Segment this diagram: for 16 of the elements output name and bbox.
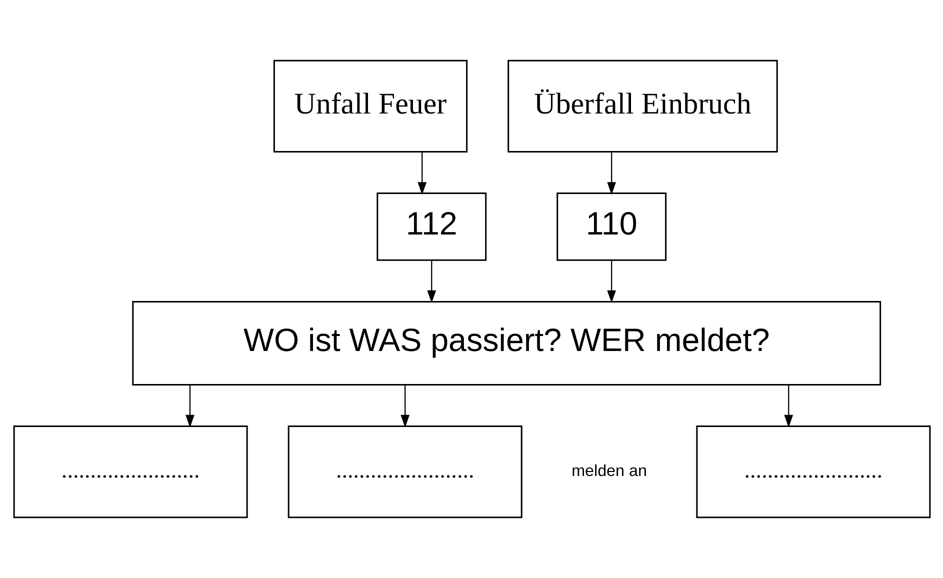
node-box: WO ist WAS passiert? WER meldet? — [132, 300, 881, 386]
arrow — [400, 384, 410, 428]
arrow — [784, 384, 793, 428]
arrow — [417, 152, 426, 195]
arrow — [426, 260, 436, 304]
label: melden an — [571, 462, 646, 480]
node-box: Unfall Feuer — [272, 60, 468, 152]
arrow — [606, 260, 616, 304]
node-box: ........................ — [696, 426, 930, 518]
node-box: 110 — [556, 192, 666, 261]
node-box: ........................ — [287, 426, 522, 518]
node-box: Überfall Einbruch — [507, 60, 778, 152]
node-box: 112 — [376, 192, 486, 261]
node-box: ........................ — [12, 426, 248, 518]
arrow — [606, 152, 616, 195]
arrow — [185, 384, 194, 428]
